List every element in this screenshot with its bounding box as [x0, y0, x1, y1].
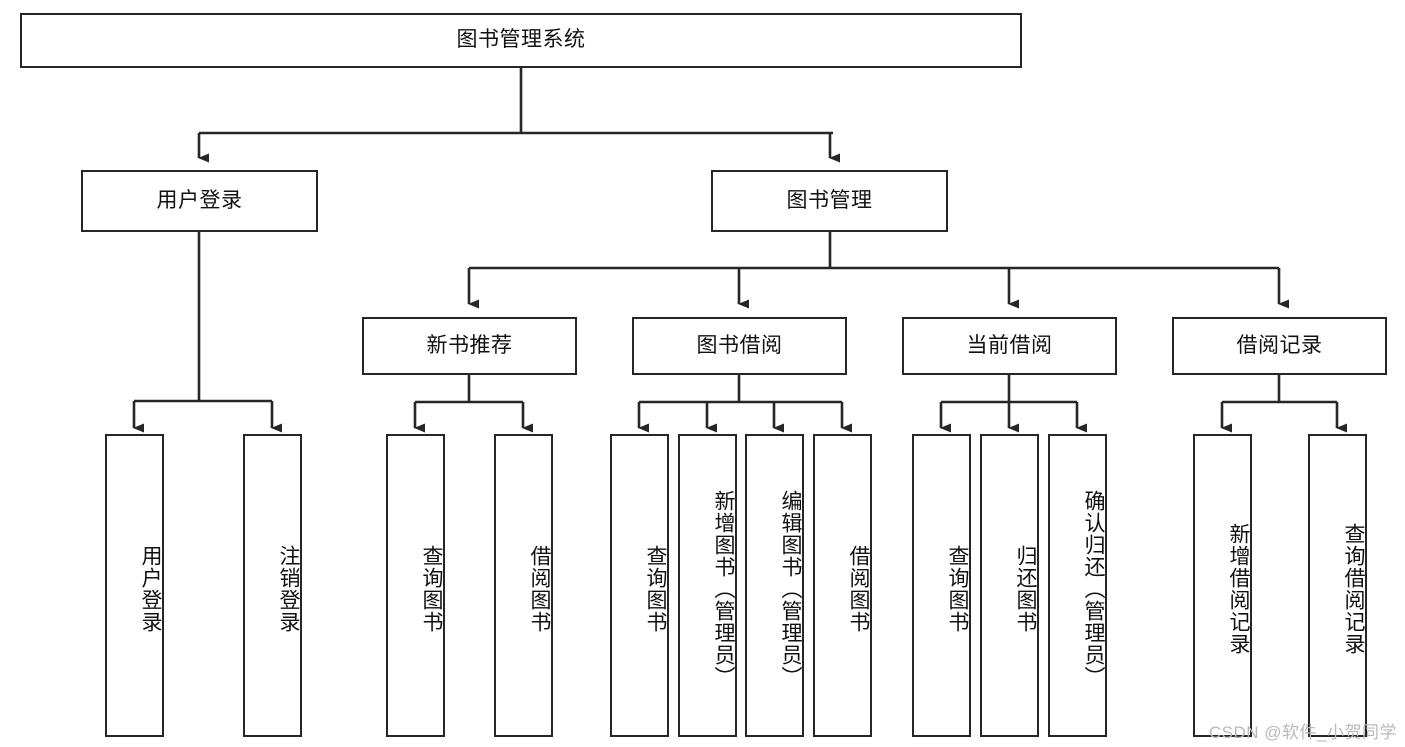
node-label: 查询图书 — [644, 544, 667, 633]
node-label: 用户登录 — [139, 544, 162, 633]
node-leaf-new-book-query-books[interactable]: 查询图书 — [386, 434, 445, 737]
node-leaf-user-login-login[interactable]: 用户登录 — [105, 434, 164, 737]
node-label: 用户登录 — [156, 188, 243, 212]
node-book-borrow[interactable]: 图书借阅 — [632, 317, 847, 375]
node-leaf-borrow-record-add-record[interactable]: 新增借阅记录 — [1193, 434, 1252, 737]
node-label: 查询图书 — [420, 544, 443, 633]
node-label: 新增借阅记录 — [1227, 522, 1250, 655]
node-leaf-book-borrow-add-book-admin[interactable]: 新增图书（管理员） — [678, 434, 737, 737]
node-book-management[interactable]: 图书管理 — [711, 170, 948, 232]
node-root-book-management-system[interactable]: 图书管理系统 — [20, 13, 1022, 68]
node-borrow-record[interactable]: 借阅记录 — [1172, 317, 1387, 375]
node-label: 借阅记录 — [1236, 333, 1323, 357]
node-label: 图书管理 — [786, 188, 873, 212]
node-leaf-current-borrow-return-books[interactable]: 归还图书 — [980, 434, 1039, 737]
node-label: 归还图书 — [1014, 544, 1037, 633]
node-leaf-book-borrow-borrow-books[interactable]: 借阅图书 — [813, 434, 872, 737]
node-new-book-recommend[interactable]: 新书推荐 — [362, 317, 577, 375]
node-leaf-book-borrow-query-books[interactable]: 查询图书 — [610, 434, 669, 737]
node-label: 新增图书（管理员） — [712, 489, 735, 688]
node-current-borrow[interactable]: 当前借阅 — [902, 317, 1117, 375]
node-leaf-current-borrow-confirm-return-admin[interactable]: 确认归还（管理员） — [1048, 434, 1107, 737]
node-label: 注销登录 — [277, 544, 300, 633]
node-label: 编辑图书（管理员） — [779, 489, 802, 688]
node-leaf-current-borrow-query-books[interactable]: 查询图书 — [912, 434, 971, 737]
node-user-login[interactable]: 用户登录 — [81, 170, 318, 232]
node-leaf-borrow-record-query-record[interactable]: 查询借阅记录 — [1308, 434, 1367, 737]
node-label: 借阅图书 — [528, 544, 551, 633]
node-label: 查询图书 — [946, 544, 969, 633]
node-label: 确认归还（管理员） — [1082, 489, 1105, 688]
node-label: 查询借阅记录 — [1342, 522, 1365, 655]
node-leaf-new-book-borrow-books[interactable]: 借阅图书 — [494, 434, 553, 737]
node-label: 图书管理系统 — [456, 28, 586, 52]
node-label: 新书推荐 — [426, 333, 513, 357]
csdn-watermark: CSDN @软件_小贺同学 — [1208, 723, 1397, 742]
node-label: 图书借阅 — [696, 333, 783, 357]
node-leaf-user-login-logout[interactable]: 注销登录 — [243, 434, 302, 737]
node-label: 当前借阅 — [966, 333, 1053, 357]
node-label: 借阅图书 — [847, 544, 870, 633]
node-leaf-book-borrow-edit-book-admin[interactable]: 编辑图书（管理员） — [745, 434, 804, 737]
